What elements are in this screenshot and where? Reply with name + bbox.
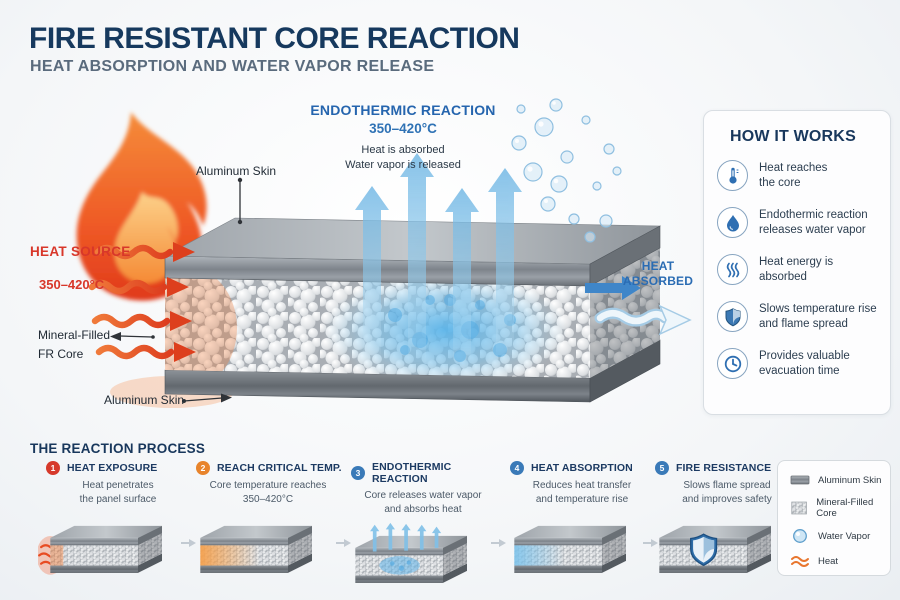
vapor-arrows <box>355 153 522 362</box>
shield-icon <box>717 301 748 332</box>
mineral-core-label: Mineral-Filled FR Core <box>38 328 111 361</box>
heat-waves-icon <box>717 254 748 285</box>
aluminum-skin-top-label: Aluminum Skin <box>196 164 277 178</box>
water-vapor-swatch <box>793 529 807 543</box>
hiw-item-slows-rise: Slows temperature rise and flame spread <box>717 301 890 332</box>
process-step-3: 3 ENDOTHERMIC REACTION Core releases wat… <box>351 461 503 599</box>
process-step-5: 5 FIRE RESISTANCE Slows flame spread and… <box>655 461 783 589</box>
mineral-core-swatch <box>791 501 807 515</box>
process-step-1: 1 HEAT EXPOSURE Heat penetrates the pane… <box>36 461 198 589</box>
endothermic-line2: Water vapor is released <box>345 159 461 171</box>
legend-panel: Aluminum Skin Mineral-Filled Core Water … <box>777 460 891 576</box>
heat-source-arrows <box>88 242 196 362</box>
hiw-item-releases-vapor: Endothermic reaction releases water vapo… <box>717 207 890 238</box>
step-number-badge: 4 <box>510 461 524 475</box>
step-3-thumbnail <box>355 522 467 583</box>
endothermic-temp: 350–420°C <box>369 121 437 136</box>
legend-item-water-vapor: Water Vapor <box>789 528 890 544</box>
aluminum-swatch <box>790 475 810 485</box>
reaction-process-title: THE REACTION PROCESS <box>30 441 206 456</box>
legend-item-aluminum: Aluminum Skin <box>789 472 890 488</box>
water-vapor-bubbles <box>511 98 622 243</box>
aluminum-skin-bottom-label: Aluminum Skin <box>104 393 185 407</box>
shield-badge-icon <box>690 533 718 567</box>
step-number-badge: 1 <box>46 461 60 475</box>
process-step-4: 4 HEAT ABSORPTION Reduces heat transfer … <box>510 461 662 589</box>
page-subtitle: HEAT ABSORPTION AND WATER VAPOR RELEASE <box>30 58 435 75</box>
hiw-item-heat-absorbed: Heat energy is absorbed <box>717 254 890 285</box>
label-connectors <box>110 177 243 403</box>
step-number-badge: 5 <box>655 461 669 475</box>
thermometer-icon <box>717 160 748 191</box>
how-it-works-title: HOW IT WORKS <box>730 128 856 145</box>
heat-absorbed-arrows <box>585 276 692 336</box>
heat-absorbed-label: HEAT ABSORBED <box>622 259 694 288</box>
legend-item-heat: Heat <box>789 553 890 569</box>
endothermic-line1: Heat is absorbed <box>361 144 445 156</box>
step-2-thumbnail <box>200 525 312 573</box>
process-step-2: 2 REACH CRITICAL TEMP. Core temperature … <box>196 461 348 589</box>
heat-source-temp: 350–420°C <box>39 277 105 292</box>
page-title: FIRE RESISTANT CORE REACTION <box>29 22 520 55</box>
step-1-thumbnail <box>36 525 162 575</box>
panel-bottom-skin <box>164 339 661 403</box>
hiw-item-heat-reaches-core: Heat reaches the core <box>717 160 890 191</box>
process-flow-arrows <box>181 539 658 547</box>
endothermic-heading: ENDOTHERMIC REACTION <box>310 102 496 118</box>
step-5-thumbnail <box>659 525 771 573</box>
hiw-item-evacuation-time: Provides valuable evacuation time <box>717 348 890 379</box>
heat-source-label: HEAT SOURCE <box>30 244 131 259</box>
step-4-thumbnail <box>514 525 626 573</box>
droplet-icon <box>717 207 748 238</box>
heat-swatch <box>791 556 809 567</box>
step-number-badge: 2 <box>196 461 210 475</box>
clock-icon <box>717 348 748 379</box>
how-it-works-panel: HOW IT WORKS Heat reaches the core <box>703 110 891 415</box>
legend-item-mineral-core: Mineral-Filled Core <box>789 497 890 519</box>
step-number-badge: 3 <box>351 466 365 480</box>
endothermic-callout: ENDOTHERMIC REACTION 350–420°C Heat is a… <box>295 102 511 173</box>
